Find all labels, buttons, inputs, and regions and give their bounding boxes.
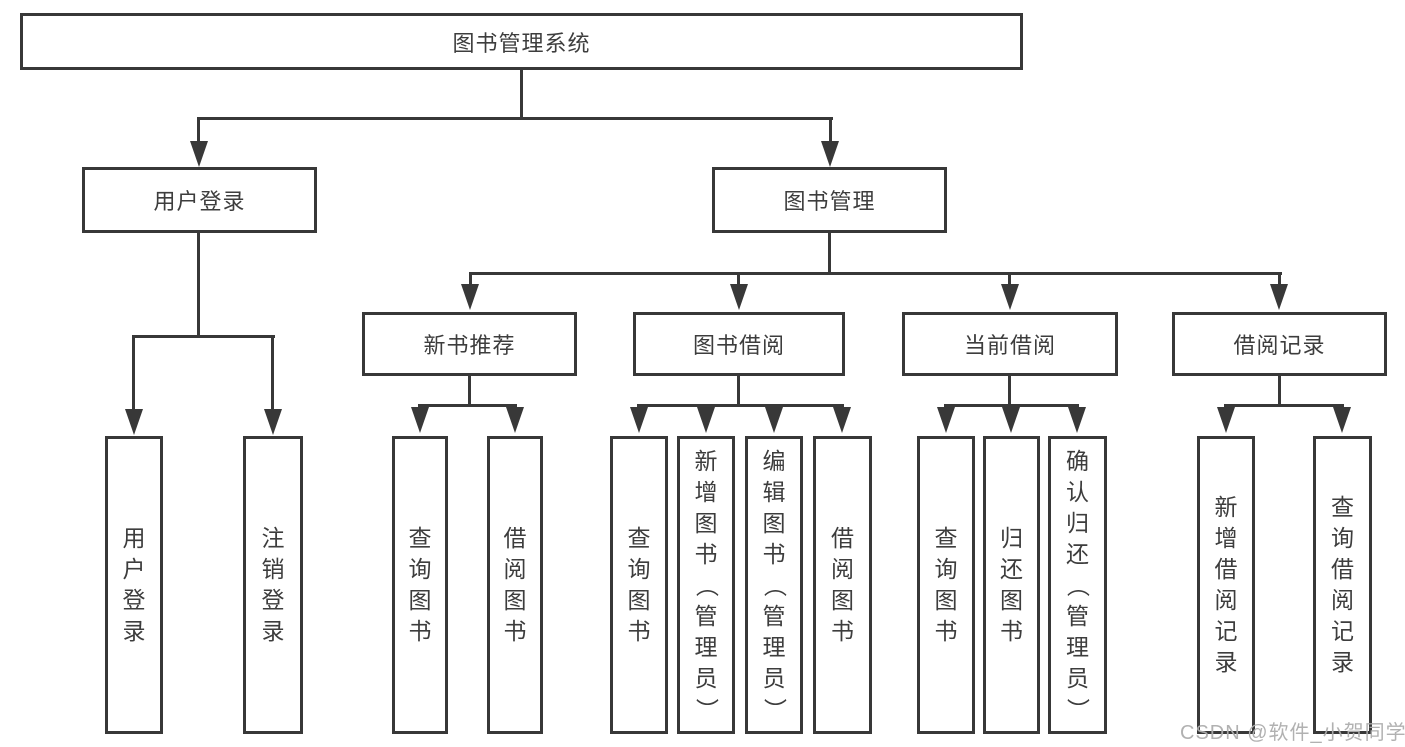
leaf-edit-book-admin: 编辑图书（管理员） [745,436,803,734]
connector-group-stem [737,376,740,407]
connector-drop-group [1278,272,1281,286]
leaf-query-book-3: 查询图书 [917,436,975,734]
arrow-down-icon [190,141,208,167]
node-book-mgmt-label: 图书管理 [783,189,876,214]
connector-login-rail [132,335,275,338]
leaf-query-borrow-record-label: 查询借阅记录 [1331,494,1354,675]
leaf-return-book: 归还图书 [983,436,1040,734]
connector-group-rail [637,404,844,407]
leaf-query-book-2-label: 查询图书 [627,525,651,644]
node-book-mgmt: 图书管理 [712,167,947,233]
leaf-confirm-return-admin: 确认归还（管理员） [1048,436,1107,734]
connector-drop-group [737,272,740,286]
connector-drop-group [1008,272,1011,286]
node-new-book-recommend: 新书推荐 [362,312,577,376]
arrow-down-icon [1068,407,1086,433]
leaf-add-borrow-record-label: 新增借阅记录 [1214,494,1238,675]
arrow-down-icon [697,407,715,433]
leaf-add-borrow-record: 新增借阅记录 [1197,436,1255,734]
connector-group-stem [1008,376,1011,407]
leaf-query-borrow-record: 查询借阅记录 [1313,436,1372,734]
leaf-edit-book-admin-label: 编辑图书（管理员） [761,447,788,721]
arrow-down-icon [125,409,143,435]
arrow-down-icon [1217,407,1235,433]
arrow-down-icon [1001,284,1019,310]
arrow-down-icon [833,407,851,433]
leaf-confirm-return-admin-label: 确认归还（管理员） [1065,447,1091,721]
node-borrow-records-label: 借阅记录 [1233,333,1326,358]
node-user-login: 用户登录 [82,167,317,233]
arrow-down-icon [630,407,648,433]
connector-drop-leaf [132,335,135,410]
arrow-down-icon [821,141,839,167]
connector-group-rail [1224,404,1344,407]
connector-drop-leaf [271,335,274,410]
arrow-down-icon [765,407,783,433]
leaf-borrow-book-2: 借阅图书 [813,436,872,734]
leaf-return-book-label: 归还图书 [1000,525,1023,644]
connector-root-stem [520,68,523,120]
node-new-book-recommend-label: 新书推荐 [423,333,516,358]
connector-group-stem [1278,376,1281,407]
node-book-borrow: 图书借阅 [633,312,845,376]
arrow-down-icon [1333,407,1351,433]
leaf-query-book-2: 查询图书 [610,436,668,734]
node-current-borrow-label: 当前借阅 [963,333,1056,358]
leaf-borrow-book-2-label: 借阅图书 [831,525,854,644]
connector-mgmt-stem [828,233,831,275]
node-borrow-records: 借阅记录 [1172,312,1387,376]
connector-group-rail [418,404,517,407]
connector-level2-rail [469,272,1282,275]
leaf-user-login: 用户登录 [105,436,163,734]
arrow-down-icon [506,407,524,433]
connector-drop-group [469,272,472,286]
node-book-borrow-label: 图书借阅 [692,333,785,358]
connector-drop-login [197,117,200,143]
leaf-query-book-1-label: 查询图书 [408,525,432,644]
arrow-down-icon [937,407,955,433]
node-current-borrow: 当前借阅 [902,312,1118,376]
connector-level1-rail [197,117,833,120]
node-root-label: 图书管理系统 [452,30,591,56]
leaf-borrow-book-1: 借阅图书 [487,436,543,734]
arrow-down-icon [264,409,282,435]
node-root: 图书管理系统 [20,13,1023,70]
csdn-watermark: CSDN @软件_小贺同学 [1180,722,1405,744]
connector-group-rail [944,404,1079,407]
leaf-add-book-admin-label: 新增图书（管理员） [693,447,720,721]
leaf-logout-label: 注销登录 [261,525,285,644]
leaf-query-book-3-label: 查询图书 [934,525,958,644]
leaf-add-book-admin: 新增图书（管理员） [677,436,735,734]
arrow-down-icon [1270,284,1288,310]
leaf-user-login-label: 用户登录 [122,525,146,644]
connector-drop-mgmt [829,117,832,143]
arrow-down-icon [411,407,429,433]
arrow-down-icon [461,284,479,310]
connector-login-stem [197,233,200,338]
leaf-borrow-book-1-label: 借阅图书 [503,525,527,644]
leaf-query-book-1: 查询图书 [392,436,448,734]
arrow-down-icon [1002,407,1020,433]
arrow-down-icon [730,284,748,310]
connector-group-stem [468,376,471,407]
leaf-logout: 注销登录 [243,436,303,734]
node-user-login-label: 用户登录 [153,189,246,214]
